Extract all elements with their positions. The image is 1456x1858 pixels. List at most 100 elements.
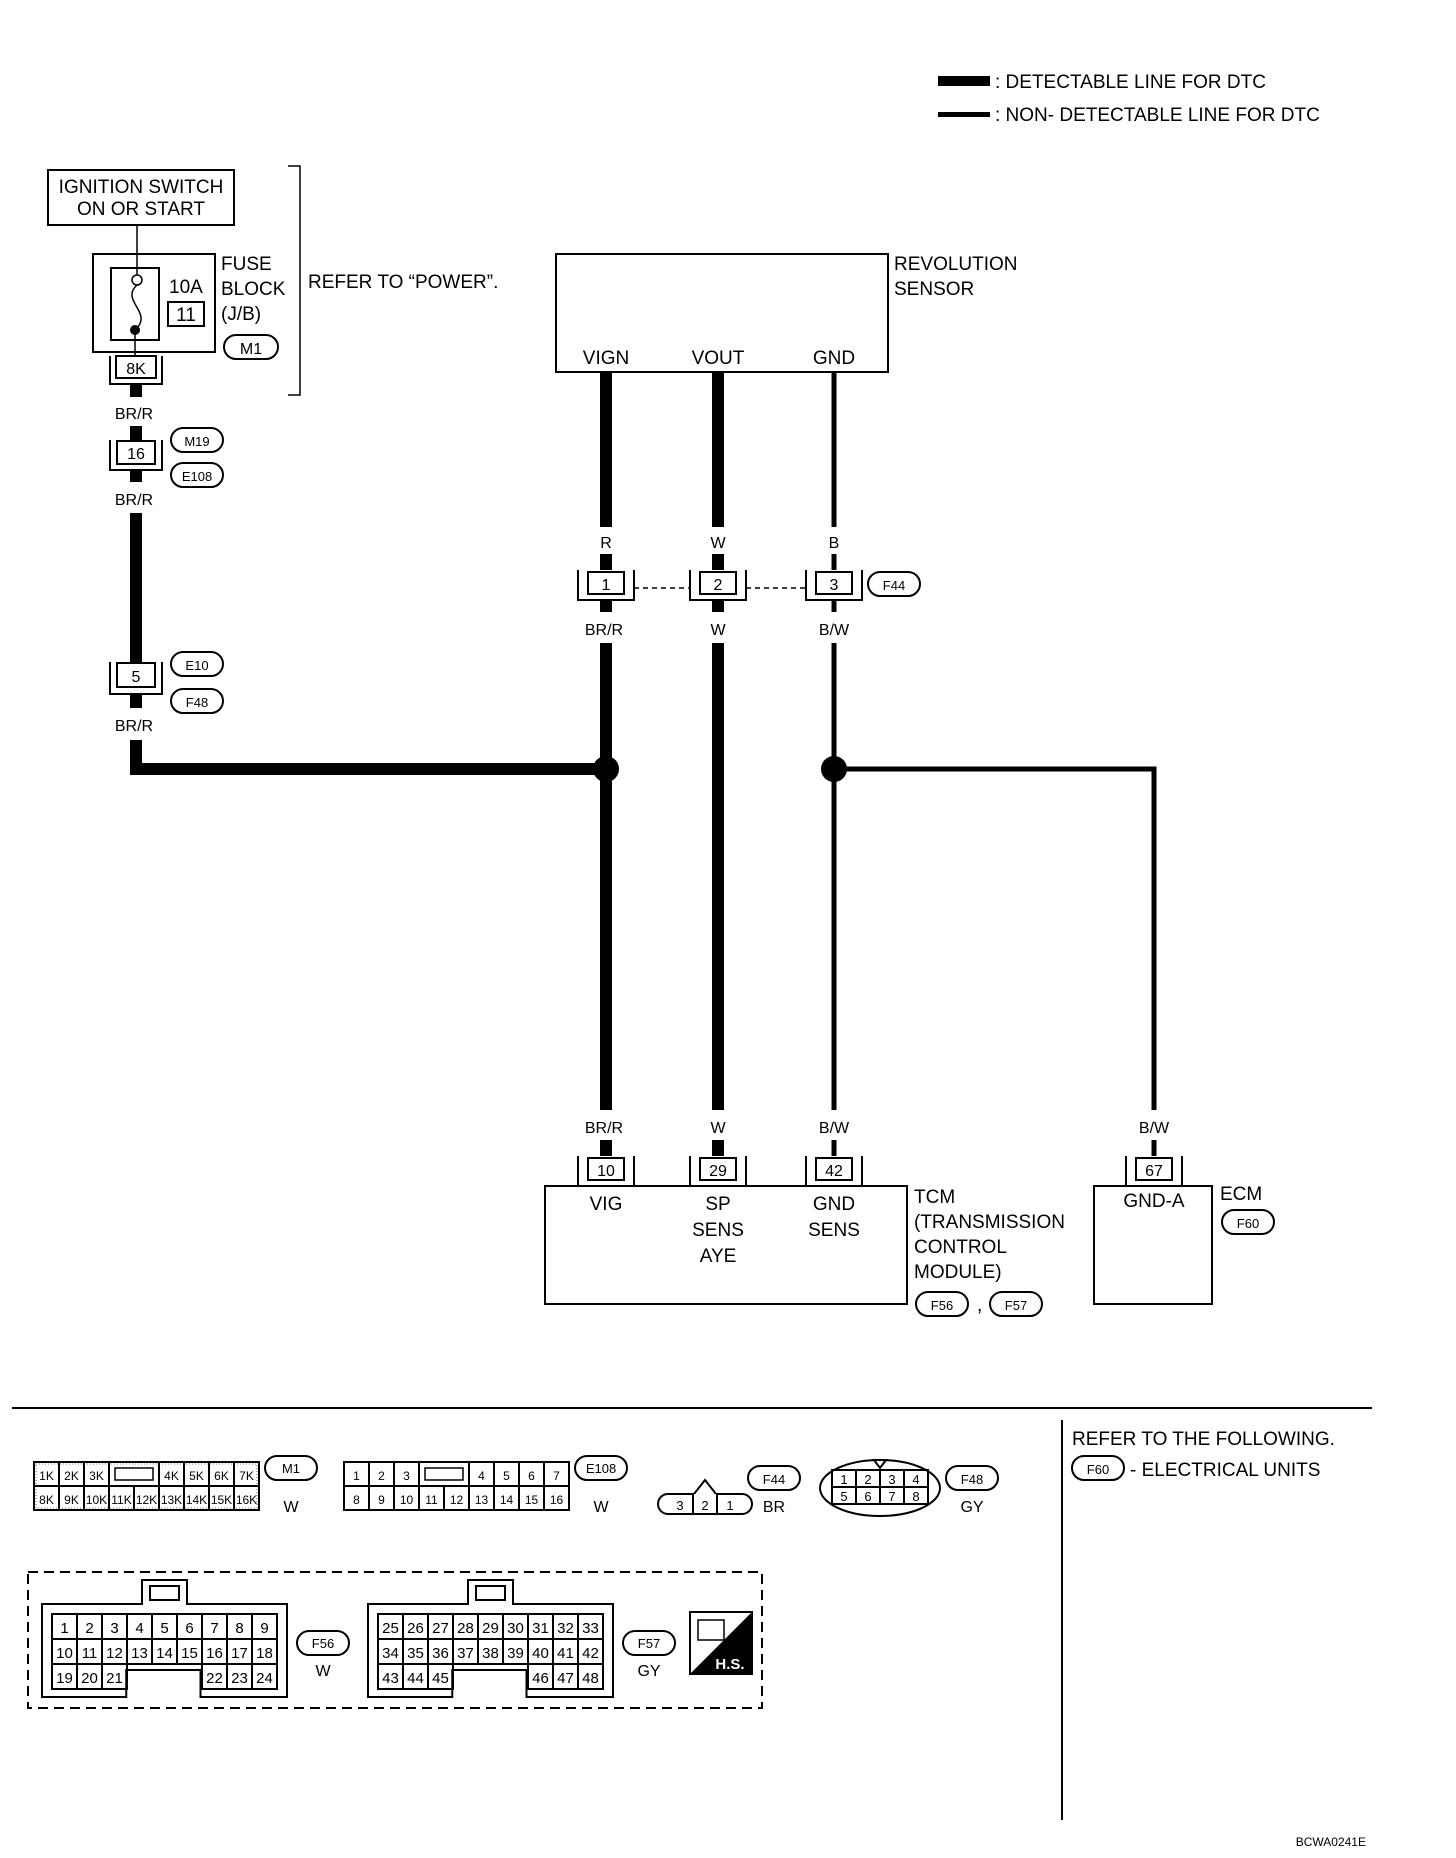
pin-label: 20 — [81, 1670, 98, 1687]
hs-text: H.S. — [715, 1656, 744, 1673]
tcm-connector-f57: F57 — [1005, 1298, 1027, 1313]
pin-label: 18 — [256, 1645, 273, 1662]
pin-label: 6 — [528, 1469, 535, 1483]
pin-label: 3 — [110, 1620, 118, 1637]
pin-label: 34 — [382, 1645, 399, 1662]
fuse-block-label2: BLOCK — [221, 279, 286, 300]
pin-label: 9 — [260, 1620, 268, 1637]
pin-label: 8K — [39, 1493, 54, 1507]
fuse-terminal-8k: 8K — [109, 355, 163, 385]
fuse-block-label3: (J/B) — [221, 304, 261, 325]
svg-text:8K: 8K — [126, 361, 146, 378]
pin-label: 14 — [500, 1493, 514, 1507]
pin-label: 30 — [507, 1620, 524, 1637]
tcm-pin-gnd-sens: SENS — [808, 1220, 860, 1241]
svg-text:5: 5 — [132, 669, 141, 686]
sensor-wire-top-2: W — [710, 535, 726, 552]
pin-label: 17 — [231, 1645, 248, 1662]
connector-face-f48: 1 2 3 4 5 6 7 8 F48 GY — [819, 1459, 999, 1517]
face-id-m1: M1 — [282, 1461, 300, 1476]
power-wire-color-2: BR/R — [115, 492, 153, 509]
refer-electrical-units: - ELECTRICAL UNITS — [1130, 1460, 1320, 1481]
pin-label: 46 — [532, 1670, 549, 1687]
svg-text:2: 2 — [714, 577, 723, 594]
legend-thick-swatch — [938, 76, 990, 86]
pin-label: 1K — [39, 1469, 54, 1483]
pin-label: 27 — [432, 1620, 449, 1637]
refer-following-text: REFER TO THE FOLLOWING. — [1072, 1429, 1335, 1450]
pin-label: 45 — [432, 1670, 449, 1687]
svg-text:8: 8 — [912, 1489, 919, 1504]
fuse-symbol — [131, 284, 142, 329]
face-color-e108: W — [593, 1499, 609, 1516]
pin-label: 29 — [482, 1620, 499, 1637]
sensor-label2: SENSOR — [894, 279, 974, 300]
pin-label: 3K — [89, 1469, 104, 1483]
pin-label: 10 — [56, 1645, 73, 1662]
pin-label: 39 — [507, 1645, 524, 1662]
pin-label: 5 — [503, 1469, 510, 1483]
pin-label: 40 — [532, 1645, 549, 1662]
pin-label: 28 — [457, 1620, 474, 1637]
power-wire-color-3: BR/R — [115, 718, 153, 735]
pin-label: 4 — [135, 1620, 143, 1637]
pin-label: 42 — [582, 1645, 599, 1662]
tcm-name-2: (TRANSMISSION — [914, 1212, 1065, 1233]
pin-label: 12K — [136, 1493, 157, 1507]
pin-label: 6K — [214, 1469, 229, 1483]
legend-non-detectable-text: : NON- DETECTABLE LINE FOR DTC — [995, 105, 1320, 126]
pin-label: 15 — [525, 1493, 539, 1507]
pin-label: 6 — [185, 1620, 193, 1637]
tcm-wire-color-3: B/W — [819, 1120, 850, 1137]
connector-id-e10: E10 — [185, 658, 208, 673]
connector-id-m19: M19 — [184, 434, 209, 449]
revolution-sensor: VIGN VOUT GND REVOLUTION SENSOR — [555, 253, 1018, 373]
latch-tab — [424, 1467, 464, 1481]
ignition-switch-box: IGNITION SWITCH ON OR START — [47, 169, 235, 226]
connector-id-f48: F48 — [186, 695, 208, 710]
svg-text:3: 3 — [676, 1498, 683, 1513]
pin-label: 10K — [86, 1493, 107, 1507]
ecm-pin-gnd-a: GND-A — [1123, 1191, 1185, 1212]
pin-label: 14 — [156, 1645, 173, 1662]
fuse-block-connector-id: M1 — [240, 341, 262, 358]
pin-label: 38 — [482, 1645, 499, 1662]
pin-label: 19 — [56, 1670, 73, 1687]
hs-badge: H.S. — [689, 1611, 753, 1675]
face-color-f57: GY — [637, 1663, 660, 1680]
legend-thin-swatch — [938, 112, 990, 117]
tcm-name-1: TCM — [914, 1187, 955, 1208]
pin-label: 26 — [407, 1620, 424, 1637]
ecm-ground-wire — [834, 766, 1157, 1110]
ignition-line2: ON OR START — [77, 199, 205, 220]
pin-label: 12 — [106, 1645, 123, 1662]
legend-detectable-text: : DETECTABLE LINE FOR DTC — [995, 72, 1266, 93]
pin-label: 22 — [206, 1670, 223, 1687]
tcm-module: 10 29 42 VIG SP SENS AYE GND SENS TCM (T… — [544, 1156, 1065, 1317]
pin-label: 48 — [582, 1670, 599, 1687]
pin-label: 2K — [64, 1469, 79, 1483]
ecm-connector-f60: F60 — [1237, 1216, 1259, 1231]
ignition-line1: IGNITION SWITCH — [59, 177, 224, 198]
pin-label: 9 — [378, 1493, 385, 1507]
pin-label: 23 — [231, 1670, 248, 1687]
pin-label: 10 — [400, 1493, 414, 1507]
pin-label: 13K — [161, 1493, 182, 1507]
fuse-number: 11 — [176, 305, 196, 326]
pin-label: 16K — [236, 1493, 257, 1507]
face-id-f57: F57 — [638, 1636, 660, 1651]
pin-label: 9K — [64, 1493, 79, 1507]
power-bracket — [288, 165, 301, 396]
tcm-connector-separator: , — [977, 1295, 982, 1316]
svg-text:5: 5 — [840, 1489, 847, 1504]
svg-text:1: 1 — [726, 1498, 733, 1513]
sensor-label1: REVOLUTION — [894, 254, 1018, 275]
pin-label: 24 — [256, 1670, 273, 1687]
pin-label: 35 — [407, 1645, 424, 1662]
svg-text:4: 4 — [912, 1472, 919, 1487]
